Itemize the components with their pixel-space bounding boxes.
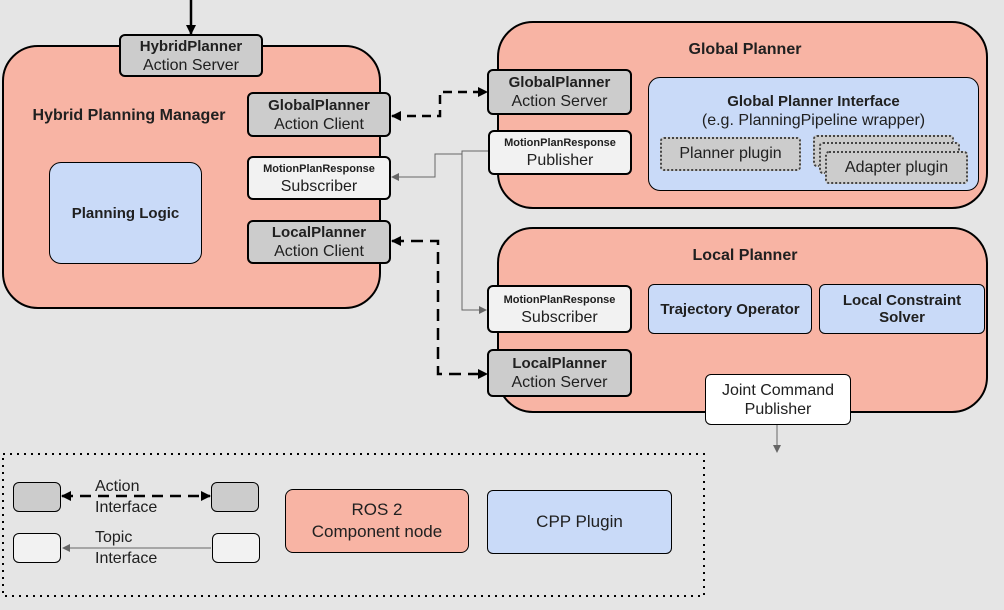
topic-line-to-local [461,154,487,314]
legend-ros-line1: ROS 2 [351,500,403,519]
global-mpr-name: MotionPlanResponse [504,137,616,149]
legend-topic-line1: Topic [95,529,133,546]
trajectory-operator-box[interactable]: Trajectory Operator [648,284,812,334]
global-server-name: GlobalPlanner [508,74,611,91]
legend-action-label: Action Interface [95,476,205,518]
legend-cpp-plugin: CPP Plugin [487,490,672,554]
adapter-plugin-box[interactable]: Adapter plugin [825,151,968,184]
topic-line-to-manager [391,150,488,181]
manager-mpr-subscriber[interactable]: MotionPlanResponse Subscriber [247,156,391,200]
global-mpr-role: Publisher [526,152,594,169]
legend-cpp-label: CPP Plugin [536,512,623,531]
joint-command-line1: Joint Command [721,381,835,399]
manager-mpr-name: MotionPlanResponse [263,162,375,175]
hybrid-server-name: HybridPlanner [139,37,243,55]
global-action-interface-line [391,87,488,121]
legend-topic-line2: Interface [95,550,158,567]
global-client-role: Action Client [274,115,364,133]
global-client-name: GlobalPlanner [268,96,370,114]
global-mpr-publisher[interactable]: MotionPlanResponse Publisher [488,130,632,175]
global-interface-title: Global Planner Interface [727,93,900,110]
legend-topic-box-left [13,533,61,563]
joint-command-line2: Publisher [744,400,812,418]
legend-topic-box-right [212,533,260,563]
local-server-name: LocalPlanner [512,355,607,372]
local-client-name: LocalPlanner [271,224,367,241]
trajectory-operator-label: Trajectory Operator [660,300,800,318]
global-planner-title: Global Planner [688,41,802,58]
legend-ros-component: ROS 2 Component node [285,489,469,553]
local-constraint-solver-box[interactable]: Local Constraint Solver [819,284,985,334]
local-mpr-name: MotionPlanResponse [503,293,616,306]
global-server-role: Action Server [511,93,608,110]
local-action-interface-line [391,236,488,379]
global-planner-action-client[interactable]: GlobalPlanner Action Client [247,92,391,137]
legend-action-line1: Action [95,478,140,495]
adapter-plugin-label: Adapter plugin [844,158,949,176]
legend-border [2,453,705,597]
legend-topic-label: Topic Interface [95,527,205,569]
local-planner-action-server[interactable]: LocalPlanner Action Server [487,349,632,397]
legend-action-line2: Interface [95,499,158,516]
legend-action-box-right [211,482,259,512]
planning-logic-label: Planning Logic [71,204,180,222]
global-interface-subtitle: (e.g. PlanningPipeline wrapper) [701,112,926,129]
planner-plugin-box[interactable]: Planner plugin [660,137,801,171]
manager-title: Hybrid Planning Manager [32,107,226,124]
joint-command-publisher[interactable]: Joint Command Publisher [705,374,851,425]
legend-action-box-left [13,482,61,512]
local-client-role: Action Client [274,243,364,260]
local-planner-title: Local Planner [692,247,798,264]
legend-ros-line2: Component node [311,522,443,541]
local-mpr-subscriber[interactable]: MotionPlanResponse Subscriber [487,285,632,333]
global-planner-action-server[interactable]: GlobalPlanner Action Server [487,69,632,115]
manager-mpr-role: Subscriber [280,177,358,195]
local-mpr-role: Subscriber [521,308,598,326]
local-server-role: Action Server [511,374,608,391]
local-constraint-solver-label: Local Constraint Solver [842,292,962,326]
planning-logic-box[interactable]: Planning Logic [49,162,202,264]
hybrid-server-role: Action Server [142,56,240,74]
local-planner-action-client[interactable]: LocalPlanner Action Client [247,220,391,264]
planner-plugin-label: Planner plugin [679,145,782,162]
hybrid-planner-action-server[interactable]: HybridPlanner Action Server [119,34,263,77]
